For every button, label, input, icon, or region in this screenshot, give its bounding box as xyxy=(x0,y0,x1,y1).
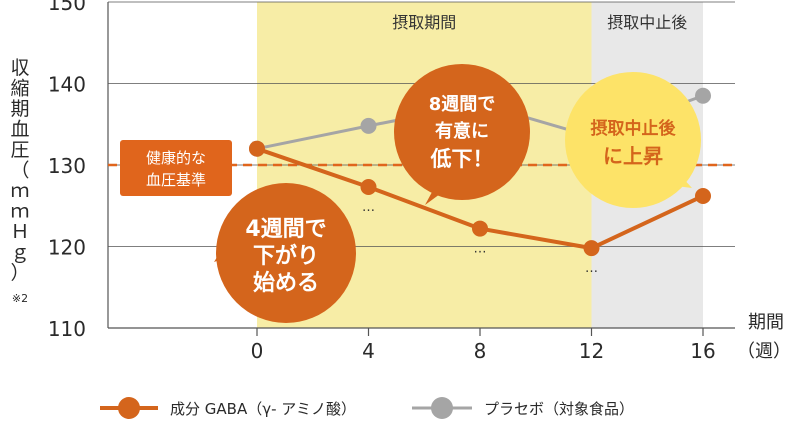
series-gaba xyxy=(249,140,711,257)
data-point-0-8 xyxy=(472,220,488,237)
y-axis-label-char-1: 縮 xyxy=(10,78,29,100)
y-axis-label-char-6: ｍ xyxy=(10,180,29,202)
y-tick-labels: 110 120 130 140 150 xyxy=(48,0,86,341)
y-axis-label-note: ※2 xyxy=(12,292,28,305)
y-axis-label-char-8: Ｈ xyxy=(10,221,29,243)
y-axis-label-char-4: 圧 xyxy=(10,139,29,161)
annotation-4-weeks-line-1: 4週間で xyxy=(245,217,326,242)
annotation-4-weeks-bubble xyxy=(216,183,356,323)
legend-placebo-marker xyxy=(431,397,453,419)
x-tick-4: 4 xyxy=(362,339,375,363)
legend-item-placebo: プラセボ（対象食品） xyxy=(412,397,634,419)
annotation-8-weeks-line-3: 低下！ xyxy=(430,147,494,171)
x-tick-16: 16 xyxy=(690,339,715,363)
x-tick-12: 12 xyxy=(579,339,604,363)
annotation-after-stop: 摂取中止後 に上昇 xyxy=(565,72,701,208)
data-point-0-0 xyxy=(249,140,265,157)
annotation-4-weeks-line-3: 始める xyxy=(253,270,319,296)
y-tick-120: 120 xyxy=(48,236,86,260)
data-point-0-4 xyxy=(360,179,377,196)
y-axis-label-char-3: 血 xyxy=(10,119,29,141)
annotation-8-weeks: 8週間で 有意に 低下！ xyxy=(394,64,530,205)
x-axis-label-line-1: 期間 xyxy=(748,312,784,333)
y-axis-label-char-0: 収 xyxy=(10,57,29,79)
annotation-8-weeks-line-2: 有意に xyxy=(435,120,489,142)
data-point-1-16 xyxy=(695,87,711,104)
x-axis-label-line-2: （週） xyxy=(737,341,791,362)
legend-placebo-label: プラセボ（対象食品） xyxy=(484,400,634,418)
annotation-8-weeks-bubble xyxy=(394,64,530,200)
significance-mark-week-4: … xyxy=(362,200,375,215)
x-tick-0: 0 xyxy=(251,339,264,363)
reference-label-line-1: 健康的な xyxy=(146,149,206,167)
x-tick-8: 8 xyxy=(474,339,487,363)
y-tick-140: 140 xyxy=(48,73,86,97)
annotation-4-weeks-line-2: 下がり xyxy=(253,243,319,269)
annotation-4-weeks: 4週間で 下がり 始める xyxy=(214,183,356,323)
legend-item-gaba: 成分 GABA（γ- アミノ酸） xyxy=(100,397,356,419)
reference-label-box: 健康的な 血圧基準 xyxy=(120,140,232,196)
y-axis-label-char-7: ｍ xyxy=(10,201,29,223)
annotation-after-stop-bubble xyxy=(565,72,701,208)
reference-label-line-2: 血圧基準 xyxy=(146,171,206,189)
legend-gaba-label: 成分 GABA（γ- アミノ酸） xyxy=(170,400,356,418)
phase-label-after-stop: 摂取中止後 xyxy=(607,13,687,32)
significance-mark-week-8: … xyxy=(474,242,487,257)
y-axis-label-char-10: ） xyxy=(10,262,29,284)
y-axis-label-char-5: （ xyxy=(10,160,29,182)
y-tick-150: 150 xyxy=(48,0,86,15)
data-point-0-12 xyxy=(583,240,600,257)
data-point-0-16 xyxy=(695,187,711,204)
data-point-1-4 xyxy=(360,117,377,134)
annotation-after-stop-line-1: 摂取中止後 xyxy=(591,118,677,139)
legend: 成分 GABA（γ- アミノ酸） プラセボ（対象食品） xyxy=(100,397,634,419)
y-axis-label-char-2: 期 xyxy=(10,98,29,120)
annotation-8-weeks-line-1: 8週間で xyxy=(429,94,496,115)
y-tick-130: 130 xyxy=(48,154,86,178)
y-axis-label-char-9: ｇ xyxy=(10,242,29,264)
y-tick-110: 110 xyxy=(48,317,86,341)
significance-mark-week-12: … xyxy=(585,261,598,276)
reference-label-bg xyxy=(120,140,232,196)
annotation-after-stop-line-2: に上昇 xyxy=(603,144,663,168)
phase-label-intake: 摂取期間 xyxy=(392,13,456,32)
x-tick-labels: 0 4 8 12 16 xyxy=(251,328,716,363)
legend-gaba-marker xyxy=(118,397,140,419)
significance-marks: … … … xyxy=(362,200,598,276)
